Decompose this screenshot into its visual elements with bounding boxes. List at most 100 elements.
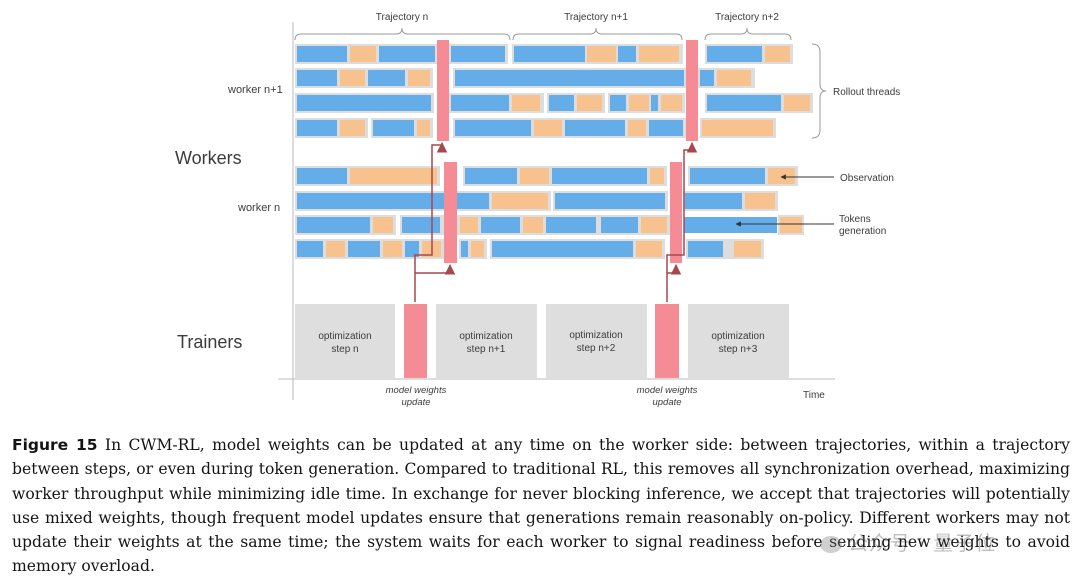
- model-weights-update-label: model weights: [637, 385, 698, 396]
- observation-segment: [734, 241, 761, 257]
- token-generation-segment: [402, 217, 440, 233]
- token-generation-segment: [348, 241, 380, 257]
- token-generation-segment: [610, 95, 626, 111]
- watermark: 公众号 · 量子位: [820, 527, 996, 556]
- optimization-step-box: [436, 304, 537, 378]
- token-generation-segment: [297, 193, 489, 209]
- observation-segment: [512, 95, 540, 111]
- observation-segment: [636, 241, 662, 257]
- token-generation-segment: [297, 46, 347, 62]
- observation-segment: [383, 241, 402, 257]
- worker-lower-thread-1: [295, 166, 798, 186]
- token-generation-segment: [565, 120, 625, 136]
- observation-segment: [350, 168, 437, 184]
- optimization-step-label: step n+2: [577, 343, 616, 354]
- token-generation-segment: [601, 217, 638, 233]
- worker-lower-label: worker n: [237, 202, 280, 214]
- observation-segment: [639, 46, 679, 62]
- observation-segment: [717, 70, 751, 86]
- token-generation-segment: [405, 241, 419, 257]
- optimization-step-label: step n+3: [719, 344, 758, 355]
- trainer-weight-update-bar: [404, 304, 427, 378]
- optimization-step-box: [688, 304, 789, 378]
- optimization-step-label: step n+1: [467, 344, 506, 355]
- model-weights-update-label: update: [652, 397, 681, 408]
- trajectory-label: Trajectory n+2: [715, 12, 779, 23]
- watermark-text: 公众号 · 量子位: [848, 531, 997, 555]
- token-generation-segment: [297, 217, 370, 233]
- observation-segment: [765, 46, 790, 62]
- observation-segment: [408, 70, 430, 86]
- observation-segment: [702, 120, 773, 136]
- optimization-step-box: [295, 304, 395, 378]
- cwm-rl-timeline-diagram: Trajectory n Trajectory n+1 Trajectory n…: [175, 12, 900, 408]
- observation-segment: [661, 95, 682, 111]
- weight-update-bar: [670, 162, 682, 263]
- token-generation-segment: [555, 193, 665, 209]
- worker-upper-thread-2: [295, 68, 755, 88]
- optimization-step-box: [546, 304, 647, 378]
- token-generation-segment: [492, 241, 633, 257]
- token-generation-segment: [297, 168, 347, 184]
- observation-segment: [629, 95, 649, 111]
- token-generation-segment: [379, 46, 435, 62]
- worker-lower-thread-3: [295, 215, 804, 235]
- observation-segment: [460, 217, 478, 233]
- worker-upper-thread-4: [295, 118, 776, 138]
- weight-update-bar: [686, 40, 698, 141]
- observation-segment: [520, 168, 549, 184]
- token-generation-segment: [368, 70, 405, 86]
- token-generation-segment: [514, 46, 585, 62]
- optimization-step-label: step n: [331, 344, 358, 355]
- observation-segment: [628, 120, 646, 136]
- observation-segment: [492, 193, 548, 209]
- token-generation-segment: [649, 120, 683, 136]
- token-generation-segment: [455, 120, 531, 136]
- trajectory-braces: [294, 27, 792, 41]
- observation-segment: [326, 241, 345, 257]
- observation-segment: [768, 168, 795, 184]
- weight-broadcast-arrows: [414, 141, 698, 302]
- token-generation-segment: [707, 95, 781, 111]
- token-generation-segment: [549, 95, 574, 111]
- optimization-step-label: optimization: [459, 331, 512, 342]
- token-generation-segment: [690, 168, 765, 184]
- worker-upper-thread-1: [295, 44, 793, 64]
- observation-segment: [587, 46, 616, 62]
- token-generation-segment: [455, 70, 684, 86]
- observation-segment: [641, 217, 667, 233]
- model-weights-update-label: update: [401, 397, 430, 408]
- tokens-generation-label: generation: [839, 226, 886, 237]
- figure-caption: Figure 15 In CWM-RL, model weights can b…: [12, 433, 1070, 579]
- token-generation-segment: [707, 46, 762, 62]
- token-generation-segment: [297, 95, 431, 111]
- observation-segment: [373, 217, 393, 233]
- token-generation-segment: [481, 217, 520, 233]
- workers-label: Workers: [175, 148, 242, 168]
- token-generation-segment: [465, 168, 517, 184]
- token-generation-segment: [700, 70, 714, 86]
- rollout-threads-brace: [811, 43, 827, 139]
- observation-segment: [534, 120, 562, 136]
- token-generation-segment: [651, 95, 658, 111]
- trajectory-label: Trajectory n+1: [564, 12, 628, 23]
- tokens-generation-label: Tokens: [839, 214, 871, 225]
- model-weights-update-label: model weights: [386, 385, 447, 396]
- figure-label: Figure 15: [12, 436, 98, 454]
- observation-segment: [650, 168, 664, 184]
- token-generation-segment: [451, 46, 505, 62]
- token-generation-segment: [297, 120, 337, 136]
- observation-segment: [340, 70, 365, 86]
- optimization-step-label: optimization: [569, 330, 622, 341]
- worker-lower-thread-2: [295, 191, 778, 211]
- observation-segment: [784, 95, 810, 111]
- token-generation-segment: [688, 241, 723, 257]
- caption-text: In CWM-RL, model weights can be updated …: [12, 436, 1070, 576]
- wechat-icon: [820, 536, 842, 553]
- optimization-step-label: optimization: [711, 331, 764, 342]
- trainers-label: Trainers: [177, 332, 242, 352]
- observation-segment: [523, 217, 543, 233]
- optimization-step-label: optimization: [318, 331, 371, 342]
- observation-label: Observation: [840, 173, 894, 184]
- observation-segment: [350, 46, 376, 62]
